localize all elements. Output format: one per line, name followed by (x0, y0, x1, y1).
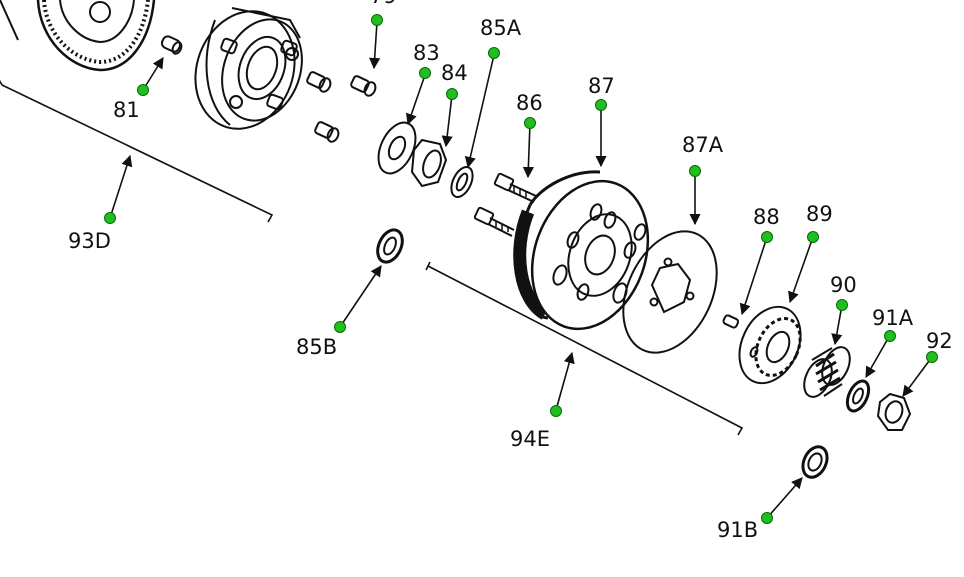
nut-part-84 (410, 138, 448, 188)
callout-label-93D: 93D (68, 229, 111, 253)
leader-94E (555, 351, 575, 411)
hotspot-90[interactable] (836, 299, 848, 311)
hotspot-84[interactable] (446, 88, 458, 100)
hotspot-87[interactable] (595, 99, 607, 111)
callout-label-94E: 94E (510, 427, 550, 451)
callout-label-91A: 91A (872, 306, 914, 330)
callout-label-91B: 91B (717, 518, 758, 542)
callout-label-92: 92 (926, 329, 953, 353)
bolt-part-86 (473, 172, 537, 237)
screw-part-79 (306, 71, 377, 143)
pin-part-81 (160, 35, 183, 55)
hotspot-92[interactable] (926, 351, 938, 363)
callout-label-85B: 85B (296, 335, 337, 359)
hotspot-93D[interactable] (104, 212, 116, 224)
washer-part-91A (845, 379, 871, 413)
hotspot-94E[interactable] (550, 405, 562, 417)
leader-90 (831, 304, 843, 346)
leader-85B (339, 265, 382, 328)
callout-label-89: 89 (806, 202, 833, 226)
leader-79 (369, 21, 381, 70)
callout-label-87A: 87A (682, 133, 724, 157)
clutch-shoe-part (194, 7, 303, 130)
leader-92 (902, 356, 933, 397)
leader-86 (522, 122, 534, 179)
callout-label-90: 90 (830, 273, 857, 297)
pin-part-88 (722, 314, 740, 329)
callout-label-83: 83 (413, 41, 440, 65)
hotspot-87A[interactable] (689, 165, 701, 177)
leader-85A (464, 54, 495, 169)
callout-label-85A: 85A (480, 16, 522, 40)
hotspot-85B[interactable] (334, 321, 346, 333)
hotspot-91B[interactable] (761, 512, 773, 524)
hotspot-83[interactable] (419, 67, 431, 79)
group-bracket-93D (0, 79, 274, 223)
callout-label-79: 79 (370, 0, 397, 8)
hotspot-88[interactable] (761, 231, 773, 243)
callout-label-86: 86 (516, 91, 543, 115)
leader-89 (788, 236, 814, 304)
callout-label-81: 81 (113, 98, 140, 122)
washer-part-85B (376, 228, 404, 264)
leader-81 (142, 57, 164, 91)
washer-part-91B (801, 445, 829, 479)
washer-part-85A (450, 166, 474, 198)
hotspot-85A[interactable] (488, 47, 500, 59)
plate-part-87A (622, 230, 718, 354)
hotspot-86[interactable] (524, 117, 536, 129)
hotspot-91A[interactable] (884, 330, 896, 342)
clutch-gear-part (0, 0, 156, 72)
starter-gear-part-89 (738, 305, 802, 385)
leader-84 (441, 94, 453, 148)
hotspot-89[interactable] (807, 231, 819, 243)
hotspot-79[interactable] (371, 14, 383, 26)
leader-91B (766, 477, 803, 519)
leader-88 (739, 236, 768, 316)
nut-part-92 (876, 392, 912, 431)
callout-label-88: 88 (753, 205, 780, 229)
leader-83 (406, 74, 426, 126)
hotspot-81[interactable] (137, 84, 149, 96)
callout-label-87: 87 (588, 74, 615, 98)
callout-label-84: 84 (441, 61, 468, 85)
group-bracket-94E (425, 261, 744, 436)
leader-93D (109, 154, 133, 219)
needle-bearing-part-90 (803, 346, 851, 398)
clutch-housing-part-87 (513, 170, 650, 331)
leader-91A (865, 334, 891, 378)
